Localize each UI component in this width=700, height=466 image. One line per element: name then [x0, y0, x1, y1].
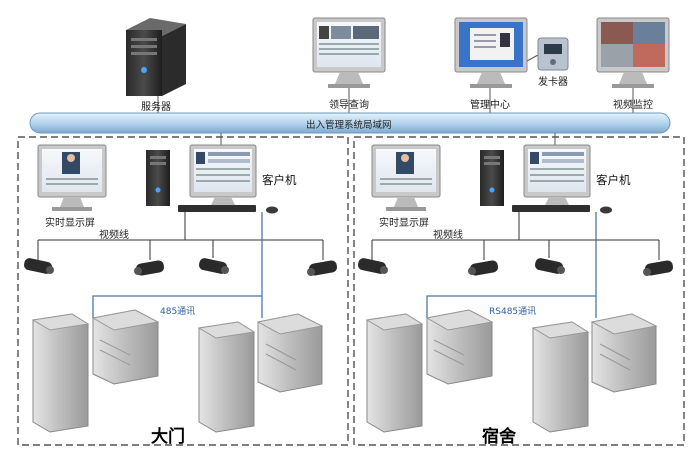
turnstile-icon: [31, 313, 90, 433]
turnstile-icon: [365, 313, 424, 433]
turnstile-icon: [590, 313, 658, 393]
server-label: 服务器: [141, 102, 171, 113]
leader-query-label: 领导查询: [329, 100, 369, 111]
camera-icon: [23, 258, 54, 274]
turnstile-icon: [91, 309, 160, 385]
realtime-display-icon: [37, 144, 107, 211]
client-label: 客户机: [262, 173, 297, 187]
comm-line-1: [92, 212, 263, 318]
card-issuer-icon: [537, 37, 569, 71]
turnstile-icon: [256, 313, 324, 393]
client-pc-tower-icon: [146, 150, 170, 206]
camera-icon: [357, 258, 388, 274]
comm-label: 485通讯: [160, 307, 196, 317]
comm-label: RS485通讯: [489, 307, 537, 317]
realtime-display-icon: [371, 144, 441, 211]
management-monitor-icon: [454, 17, 528, 88]
client-label: 客户机: [596, 173, 631, 187]
turnstile-icon: [425, 309, 494, 385]
camera-icon: [643, 260, 674, 276]
video-line-label: 视频线: [433, 230, 463, 241]
video-monitor-label: 视频监控: [613, 100, 653, 111]
camera-icon: [534, 258, 565, 274]
realtime-display-label: 实时显示屏: [379, 218, 429, 229]
section-name-gate: 大门: [151, 427, 185, 447]
camera-icon: [468, 260, 499, 276]
network-bus-label: 出入管理系统局域网: [306, 120, 392, 131]
turnstile-icon: [197, 321, 256, 433]
client-monitor-icon: [512, 144, 612, 214]
server-icon: [126, 18, 186, 96]
camera-icon: [307, 260, 338, 276]
section-box-gate: [17, 136, 349, 446]
realtime-display-label: 实时显示屏: [45, 218, 95, 229]
leader-monitor-icon: [312, 17, 386, 88]
comm-line-2: [426, 212, 597, 318]
network-bus: [29, 112, 671, 134]
section-name-dorm: 宿舍: [482, 427, 516, 447]
client-monitor-icon: [178, 144, 278, 214]
management-center-label: 管理中心: [470, 100, 510, 111]
video-line-label: 视频线: [99, 230, 129, 241]
section-box-dorm: [353, 136, 685, 446]
turnstile-icon: [531, 321, 590, 433]
camera-icon: [198, 258, 229, 274]
client-pc-tower-icon: [480, 150, 504, 206]
card-issuer-label: 发卡器: [538, 77, 568, 88]
camera-icon: [134, 260, 165, 276]
video-monitor-icon: [596, 17, 670, 88]
